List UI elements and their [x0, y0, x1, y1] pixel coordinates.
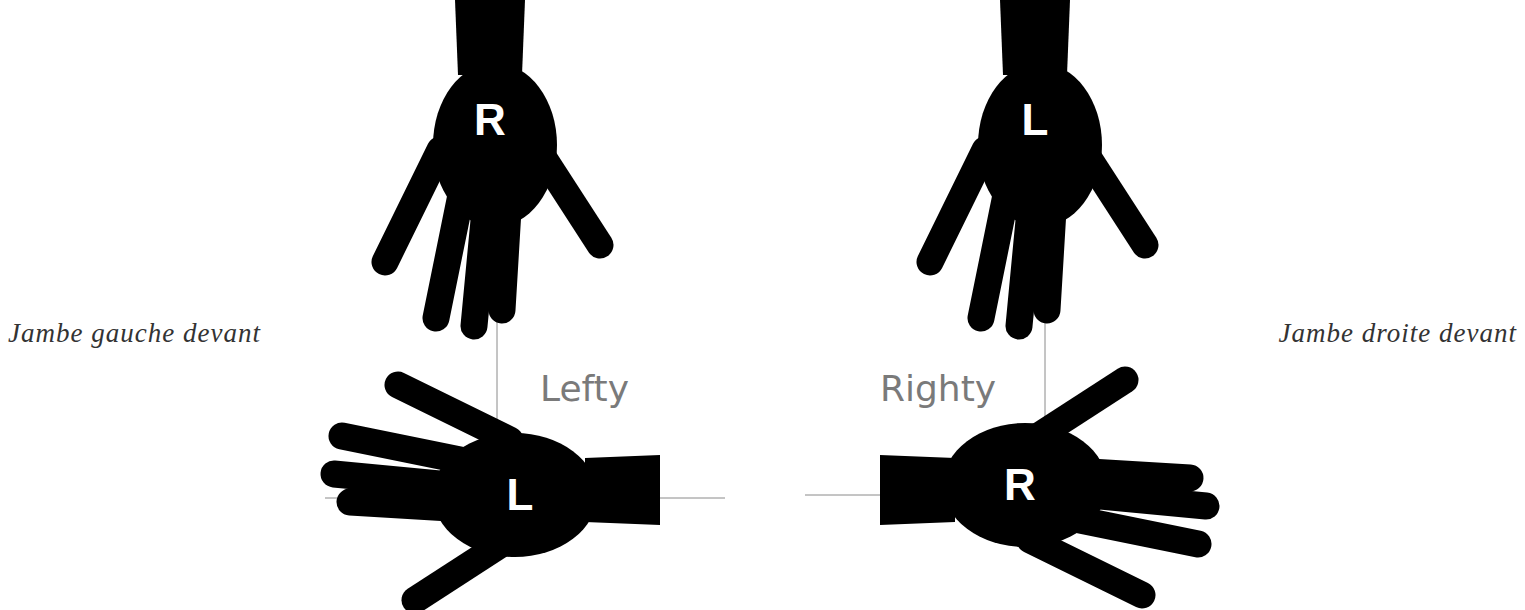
hand-finger — [334, 474, 450, 485]
hand-finger — [398, 385, 510, 440]
hand-finger — [1090, 495, 1206, 506]
hand-finger — [545, 160, 600, 245]
hand-finger — [385, 150, 440, 262]
hand-finger — [350, 502, 450, 508]
hand-finger — [1090, 160, 1145, 245]
hand-finger — [1040, 380, 1125, 435]
stance-note: Jambe gauche devant — [8, 318, 261, 348]
hand-finger — [1080, 520, 1198, 544]
hand-finger — [930, 150, 985, 262]
hand-letter: R — [1004, 460, 1036, 509]
hand-finger — [1047, 210, 1053, 310]
hand-shape — [930, 0, 1145, 326]
hand-caption: Lefty — [540, 368, 629, 409]
letter-holder: L — [507, 473, 534, 517]
hand-outline — [905, 0, 1165, 340]
label-holder: Jambe droite devant — [1279, 318, 1517, 349]
hand-letter: R — [474, 95, 506, 144]
hand-finger — [1019, 210, 1030, 326]
label-holder: Lefty — [540, 368, 629, 409]
letter-holder: L — [1022, 98, 1049, 142]
hand-finger — [1030, 540, 1142, 595]
hand-letter: L — [507, 470, 534, 519]
hand-finger — [502, 210, 508, 310]
letter-holder: R — [474, 98, 506, 142]
hand-finger — [981, 200, 1005, 318]
hand-shape — [334, 385, 660, 600]
hand-silhouette: L — [905, 0, 1165, 340]
hand-finger — [1090, 472, 1190, 478]
hand-silhouette: R — [360, 0, 620, 340]
hand-letter: L — [1022, 95, 1049, 144]
hand-shape — [880, 380, 1206, 595]
hand-outline — [360, 0, 620, 340]
hand-finger — [342, 436, 460, 460]
hand-shape — [385, 0, 600, 326]
hand-finger — [474, 210, 485, 326]
stance-note: Jambe droite devant — [1279, 318, 1517, 348]
label-holder: Righty — [880, 368, 996, 409]
label-holder: Jambe gauche devant — [8, 318, 261, 349]
letter-holder: R — [1004, 463, 1036, 507]
hand-caption: Righty — [880, 368, 996, 409]
hand-finger — [415, 545, 500, 600]
hand-finger — [436, 200, 460, 318]
